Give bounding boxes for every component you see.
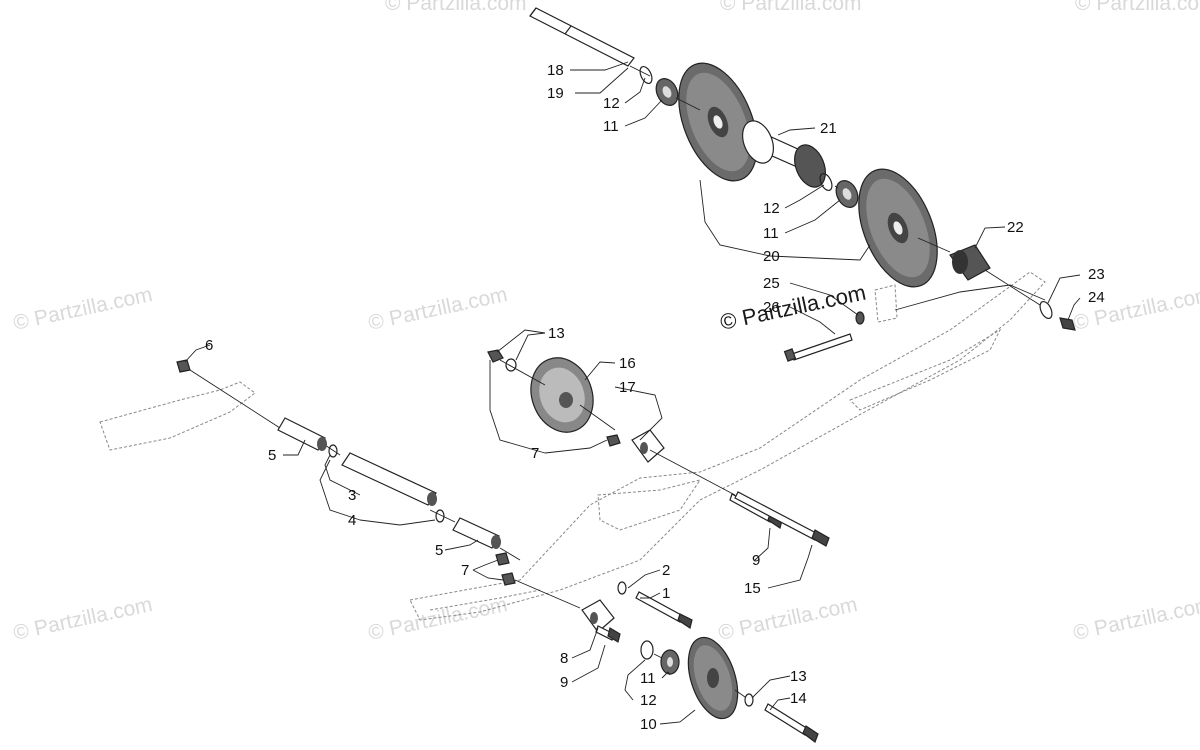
- idler-wheel: [687, 636, 739, 720]
- callout-11: 11: [603, 118, 619, 135]
- washer: [505, 358, 517, 372]
- axle-bracket: [581, 599, 615, 633]
- callout-4: 4: [348, 512, 356, 529]
- bolt: [595, 625, 621, 643]
- callout-3: 3: [348, 487, 356, 504]
- callout-labels: 18 19 12 11 21 12 11 20 22 25 26 23 24 6…: [205, 62, 1105, 733]
- callout-13: 13: [790, 668, 807, 685]
- long-bolt: [764, 703, 819, 743]
- bolt: [734, 491, 830, 547]
- nut: [487, 349, 504, 363]
- axle-shaft: [529, 7, 635, 67]
- callout-5: 5: [268, 447, 276, 464]
- watermark-text: © Partzilla.com: [366, 593, 509, 645]
- callout-16: 16: [619, 355, 636, 372]
- bearing: [835, 180, 859, 208]
- watermark-text: © Partzilla.com: [11, 283, 154, 335]
- watermark-text: © Partzilla.com: [716, 593, 859, 645]
- watermark-text: © Partzilla.com: [1075, 0, 1200, 15]
- callout-20: 20: [763, 248, 780, 265]
- callout-18: 18: [547, 62, 564, 79]
- watermark-main: © Partzilla.com: [718, 280, 868, 335]
- spacer-tube: [452, 517, 501, 549]
- assembly-axis-lines: [629, 65, 1041, 306]
- watermark-text: © Partzilla.com: [720, 0, 862, 15]
- hub-cap: [949, 244, 991, 281]
- cross-shaft: [341, 452, 437, 506]
- nut: [501, 572, 516, 586]
- washer: [1039, 300, 1053, 320]
- callout-24: 24: [1088, 289, 1105, 306]
- callout-15: 15: [744, 580, 761, 597]
- axis-line: [514, 579, 746, 698]
- nut: [495, 552, 510, 566]
- watermark-text: © Partzilla.com: [385, 0, 527, 15]
- callout-26: 26: [763, 299, 780, 316]
- long-bolt: [783, 333, 853, 362]
- callout-22: 22: [1007, 219, 1024, 236]
- callout-9: 9: [560, 674, 568, 691]
- callout-14: 14: [790, 690, 807, 707]
- callout-10: 10: [640, 716, 657, 733]
- idler-wheel: [858, 168, 938, 288]
- callout-19: 19: [547, 85, 564, 102]
- spacer-tube: [742, 120, 826, 188]
- mount-bracket: [874, 284, 1046, 323]
- spacer-tube: [277, 417, 327, 451]
- callout-11: 11: [763, 225, 779, 242]
- bearing: [660, 649, 680, 675]
- nut: [176, 359, 191, 373]
- callout-11: 11: [640, 670, 656, 687]
- axle-bracket: [631, 429, 665, 463]
- slide-rail-frame: [99, 271, 1046, 621]
- idler-wheel-small: [530, 357, 594, 433]
- nut: [606, 434, 621, 447]
- o-ring: [328, 444, 338, 458]
- callout-7: 7: [461, 562, 469, 579]
- idler-wheel: [678, 62, 758, 182]
- axis-line: [499, 359, 736, 496]
- watermark-text: © Partzilla.com: [1071, 593, 1200, 645]
- bolt: [635, 591, 693, 629]
- callout-2: 2: [662, 562, 670, 579]
- callout-12: 12: [763, 200, 780, 217]
- watermark-text: © Partzilla.com: [366, 283, 509, 335]
- callout-13: 13: [548, 325, 565, 342]
- axis-line: [189, 369, 521, 561]
- lock-nut: [855, 311, 865, 325]
- snap-ring: [640, 640, 654, 660]
- callout-21: 21: [820, 120, 837, 137]
- leader-lines: [184, 61, 1081, 725]
- watermark-text: © Partzilla.com: [11, 593, 154, 645]
- callout-5: 5: [435, 542, 443, 559]
- callout-17: 17: [619, 379, 636, 396]
- washer: [617, 581, 627, 595]
- callout-8: 8: [560, 650, 568, 667]
- callout-1: 1: [662, 585, 670, 602]
- callout-9: 9: [752, 552, 760, 569]
- washer: [744, 693, 754, 707]
- snap-ring: [639, 65, 653, 85]
- callout-7: 7: [531, 445, 539, 462]
- callout-23: 23: [1088, 266, 1105, 283]
- snap-ring: [819, 172, 833, 192]
- callout-12: 12: [603, 95, 620, 112]
- bearing: [655, 78, 679, 106]
- callout-12: 12: [640, 692, 657, 709]
- o-ring: [435, 509, 445, 523]
- callout-6: 6: [205, 337, 213, 354]
- callout-25: 25: [763, 275, 780, 292]
